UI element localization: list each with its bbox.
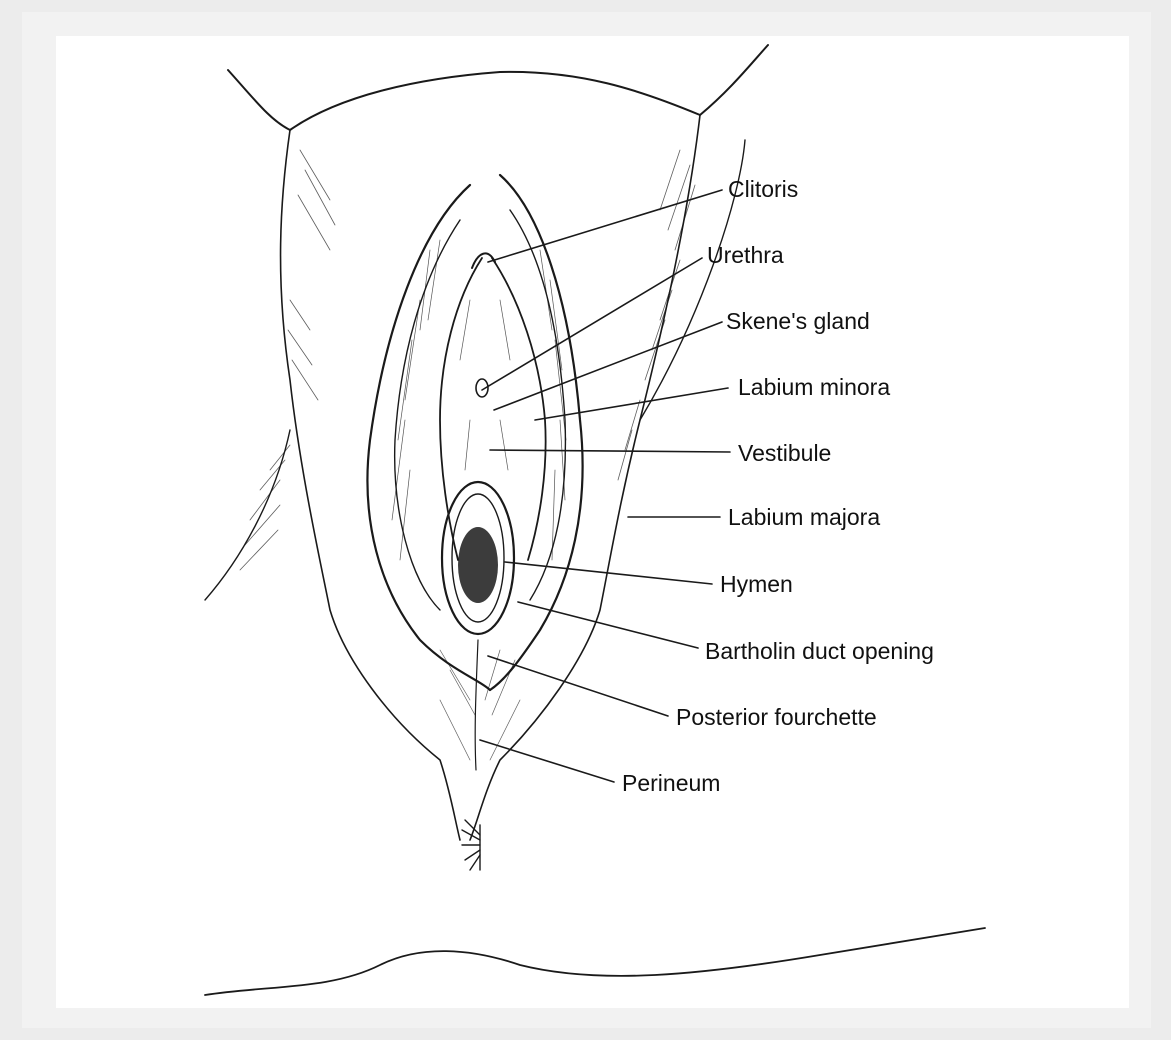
label-labium-minora: Labium minora [738, 376, 890, 399]
leader-bartholin [518, 602, 698, 648]
label-urethra: Urethra [707, 244, 784, 267]
leader-posterior-fourchette [488, 656, 668, 716]
right-thigh-outline [500, 45, 768, 115]
anus-mark [462, 820, 480, 870]
label-clitoris: Clitoris [728, 178, 798, 201]
leader-lines [480, 190, 730, 782]
buttocks-line [205, 928, 985, 995]
label-skenes-gland: Skene's gland [726, 310, 870, 333]
hatching-right [618, 150, 695, 480]
leader-vestibule [490, 450, 730, 452]
label-posterior-fourchette: Posterior fourchette [676, 706, 877, 729]
label-perineum: Perineum [622, 772, 720, 795]
label-labium-majora: Labium majora [728, 506, 880, 529]
leader-urethra [482, 258, 702, 390]
perineum-line [475, 640, 478, 770]
left-leg-line [205, 430, 290, 600]
left-thigh-outline [228, 70, 500, 130]
label-hymen: Hymen [720, 573, 793, 596]
labium-majora-left-inner [395, 220, 460, 610]
vaginal-canal-shading [458, 527, 498, 603]
labium-minora-right [492, 258, 546, 560]
labium-majora-right-inner [510, 210, 565, 600]
left-outer-contour [281, 130, 460, 840]
label-bartholin-duct-opening: Bartholin duct opening [705, 640, 934, 663]
label-vestibule: Vestibule [738, 442, 831, 465]
labium-minora-left [440, 258, 482, 560]
